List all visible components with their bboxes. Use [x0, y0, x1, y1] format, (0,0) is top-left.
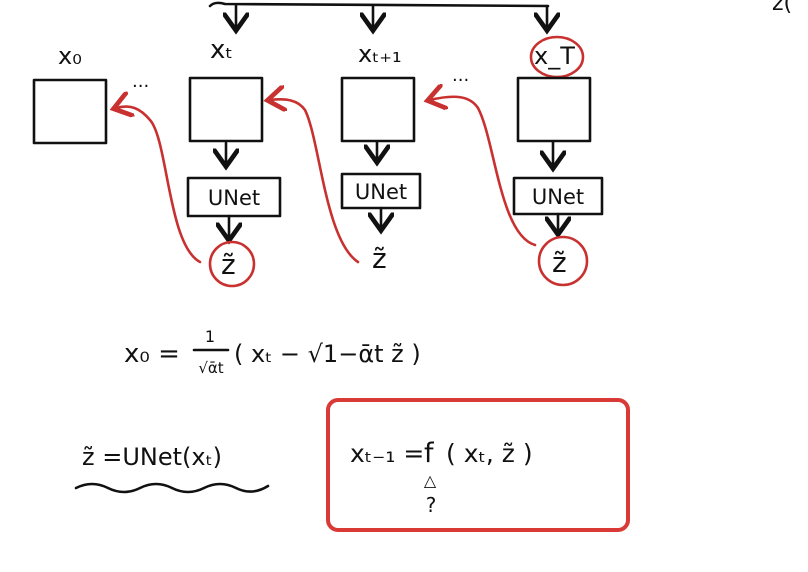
unet-block-t1: UNet — [340, 172, 422, 210]
ellipsis-left: ··· — [132, 76, 149, 97]
label-xt: xₜ — [210, 35, 233, 65]
eq-x0-frac-num: 1 — [205, 327, 215, 346]
eq-x0-frac-den: √ᾱt — [198, 359, 223, 377]
eq-x0-body: ( xₜ − √1−ᾱt z̃ ) — [234, 340, 421, 368]
noise-z-t1: z̃ — [372, 242, 387, 275]
label-x0: x₀ — [58, 42, 82, 70]
eq-step-lhs: xₜ₋₁ = — [350, 439, 424, 468]
eq-x0-lhs: x₀ = — [124, 339, 180, 369]
feedback-arrow-t — [116, 107, 202, 264]
noise-z-T: z̃ — [552, 246, 567, 279]
feedback-arrow-t1 — [270, 99, 360, 264]
unet-label: UNet — [355, 180, 407, 204]
unet-label: UNet — [208, 186, 260, 210]
box-xt1 — [340, 76, 416, 143]
label-xt1: xₜ₊₁ — [358, 40, 402, 68]
eq-step-caret: △ — [424, 471, 437, 490]
unet-label: UNet — [532, 185, 584, 209]
noise-z-T-circle — [537, 235, 589, 287]
eq-step-func: f — [424, 438, 435, 469]
eq-z-def: z̃ =UNet(xₜ) — [82, 443, 222, 471]
step-equation-highlight-box — [326, 398, 630, 532]
unet-block-T: UNet — [512, 176, 604, 216]
wavy-underline — [74, 482, 270, 494]
ellipsis-right: ··· — [452, 70, 469, 91]
noise-z-t: z̃ — [221, 248, 236, 281]
equation-x0: x₀ = 1 √ᾱt ( xₜ − √1−ᾱt z̃ ) — [124, 327, 421, 377]
feedback-arrow-T — [430, 97, 537, 247]
eq-step-question: ? — [426, 493, 437, 517]
box-xt — [188, 76, 264, 143]
box-x0 — [32, 78, 108, 145]
corner-fragment: z( — [772, 0, 792, 16]
top-bus — [208, 1, 548, 28]
box-xT — [516, 76, 592, 143]
label-xT: x_T — [534, 42, 575, 70]
equation-step: xₜ₋₁ = f ( xₜ, z̃ ) △ ? — [350, 438, 533, 517]
noise-z-t-circle — [208, 240, 256, 288]
unet-block-t: UNet — [186, 176, 282, 218]
equation-z-definition: z̃ =UNet(xₜ) — [74, 443, 270, 494]
eq-step-args: ( xₜ, z̃ ) — [446, 439, 533, 468]
